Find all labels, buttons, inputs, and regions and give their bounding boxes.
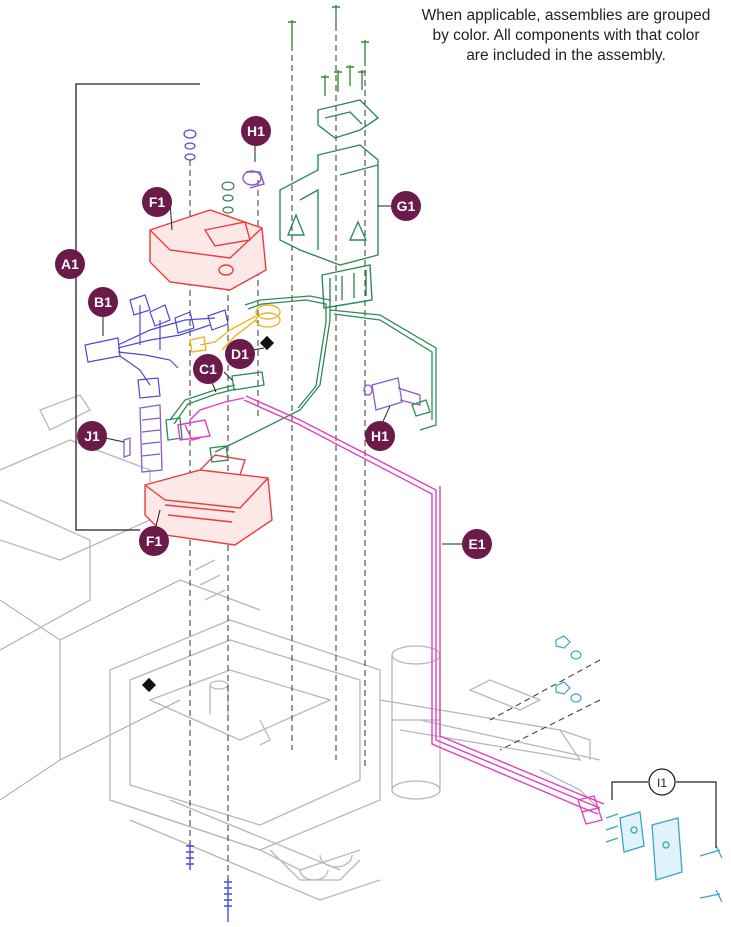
note-line-2: by color. All components with that color [432,27,700,44]
callout-h1-top-label: H1 [247,123,265,139]
assembly-color-note: When applicable, assemblies are grouped … [405,6,727,66]
callout-j1: J1 [77,421,107,451]
g1-mount-bracket [279,99,380,309]
note-line-3: are included in the assembly. [466,47,666,64]
h1-knob-part [242,170,265,189]
i1-cyan-mount [619,811,683,881]
callout-c1: C1 [193,354,223,384]
f1-controller-cover [149,209,267,291]
chassis-frame [0,394,601,901]
callout-f1-top: F1 [142,187,172,217]
callout-d1-label: D1 [231,346,249,362]
callout-c1-label: C1 [199,361,217,377]
callout-h1-bottom: H1 [365,421,395,451]
d1-ground-marker [259,335,275,351]
c1-green-harness [165,295,437,463]
callout-f1-bottom-label: F1 [146,533,163,549]
bottom-bolts [186,842,232,922]
callout-i1: I1 [648,768,676,796]
i1-screws [605,813,723,903]
callout-f1-top-label: F1 [149,194,166,210]
note-line-1: When applicable, assemblies are grouped [421,7,711,24]
callout-h1-bottom-label: H1 [371,428,389,444]
callout-g1-label: G1 [397,198,416,214]
top-screws [288,5,369,96]
j1-purple-connector [123,404,163,473]
e1-end-connectors [577,795,603,825]
f1-controller-base [144,454,273,546]
callout-i1-label: I1 [657,776,667,790]
i1-bracket [611,781,717,848]
exploded-guide-lines [189,25,601,880]
e1-magenta-cable [177,395,605,815]
callout-a1-label: A1 [61,256,79,272]
b1-blue-harness [84,294,229,399]
callout-e1: E1 [462,529,492,559]
a1-assembly-bracket [75,83,200,531]
callout-g1: G1 [391,191,421,221]
callout-b1-label: B1 [94,294,112,310]
tray-marker [141,677,157,693]
d1-yellow-harness [189,304,281,353]
right-nut-washers [555,635,582,703]
callout-h1-top: H1 [241,116,271,146]
callout-d1: D1 [225,339,255,369]
callout-f1-bottom: F1 [139,526,169,556]
washer-stack-mid [221,181,235,214]
callout-j1-label: J1 [84,428,100,444]
callout-b1: B1 [88,287,118,317]
callout-e1-label: E1 [468,536,485,552]
h1-switch-part [363,377,431,417]
callout-a1: A1 [55,249,85,279]
washer-stack-left [183,129,197,161]
